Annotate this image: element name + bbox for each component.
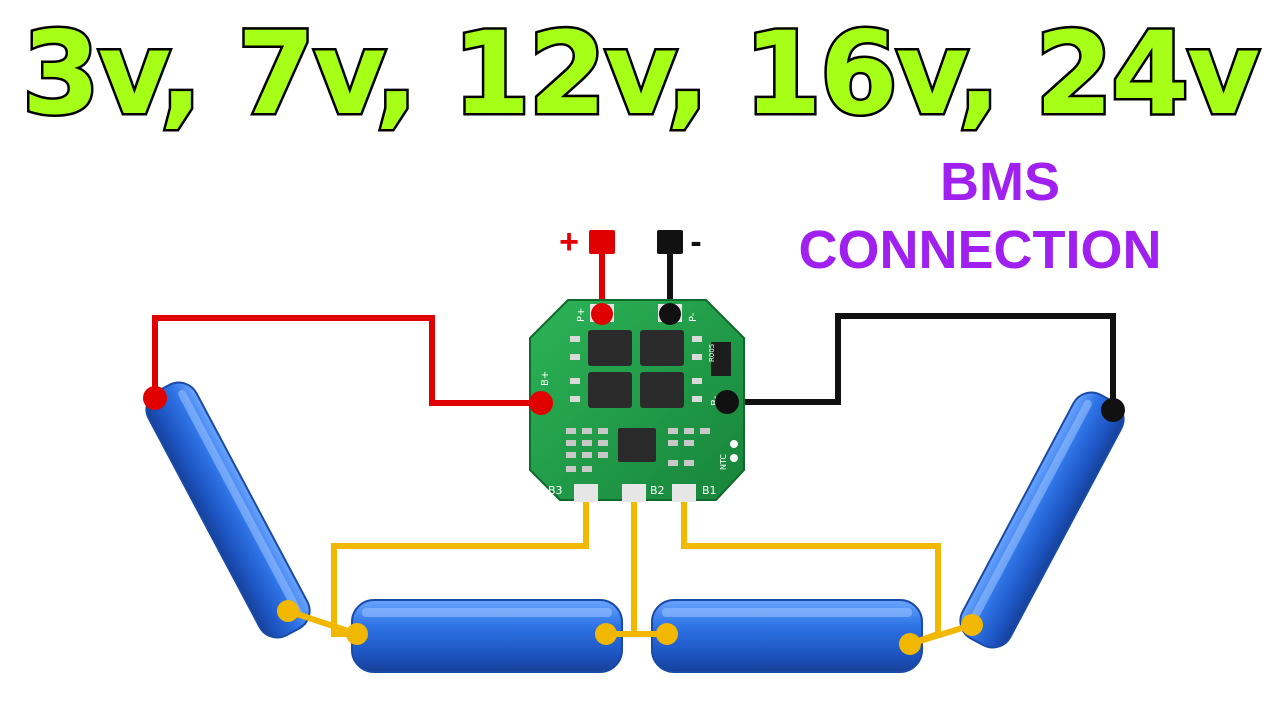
b-plus-dot bbox=[529, 391, 553, 415]
shunt-resistor bbox=[711, 342, 731, 376]
battery-cell-2 bbox=[351, 599, 623, 673]
positive-terminal bbox=[589, 230, 615, 254]
mosfet-1 bbox=[588, 330, 632, 366]
resistor-label: R005 bbox=[708, 344, 716, 362]
cell1-plus-dot bbox=[143, 386, 167, 410]
p-minus-label: P- bbox=[688, 312, 699, 322]
b-plus-label: B+ bbox=[540, 371, 551, 386]
p-minus-dot bbox=[659, 303, 681, 325]
connection-title: CONNECTION bbox=[798, 220, 1162, 280]
bms-board: P+ P- B+ B- B3 B2 B1 NTC R005 bbox=[529, 299, 745, 502]
b3-balance-wire bbox=[331, 496, 589, 637]
b3-label: B3 bbox=[548, 484, 563, 497]
negative-terminal bbox=[657, 230, 683, 254]
balance-dots bbox=[277, 600, 983, 655]
b1-label: B1 bbox=[702, 484, 717, 497]
b-plus-wire bbox=[152, 315, 541, 406]
smd-components bbox=[566, 428, 710, 472]
battery-cell-1 bbox=[145, 381, 311, 639]
p-plus-dot bbox=[591, 303, 613, 325]
mosfet-3 bbox=[588, 372, 632, 408]
battery-cell-4 bbox=[959, 391, 1125, 649]
b-minus-dot bbox=[715, 390, 739, 414]
negative-sign: - bbox=[690, 223, 702, 261]
b3-pad bbox=[574, 484, 598, 502]
cell4-minus-dot bbox=[1101, 398, 1125, 422]
voltage-headline: 3v, 7v, 12v, 16v, 24v bbox=[19, 5, 1262, 143]
b2-label: B2 bbox=[650, 484, 665, 497]
mosfet-2 bbox=[640, 330, 684, 366]
p-plus-label: P+ bbox=[576, 308, 587, 322]
b1-pad bbox=[672, 484, 696, 502]
mosfet-4 bbox=[640, 372, 684, 408]
ntc-label: NTC bbox=[719, 454, 728, 470]
b2-pad bbox=[622, 484, 646, 502]
positive-sign: + bbox=[559, 223, 579, 261]
bms-title: BMS bbox=[940, 152, 1060, 212]
battery-cell-3 bbox=[651, 599, 923, 673]
protection-ic bbox=[618, 428, 656, 462]
cell-link-1-2 bbox=[287, 608, 358, 637]
b-minus-wire bbox=[727, 313, 1116, 410]
